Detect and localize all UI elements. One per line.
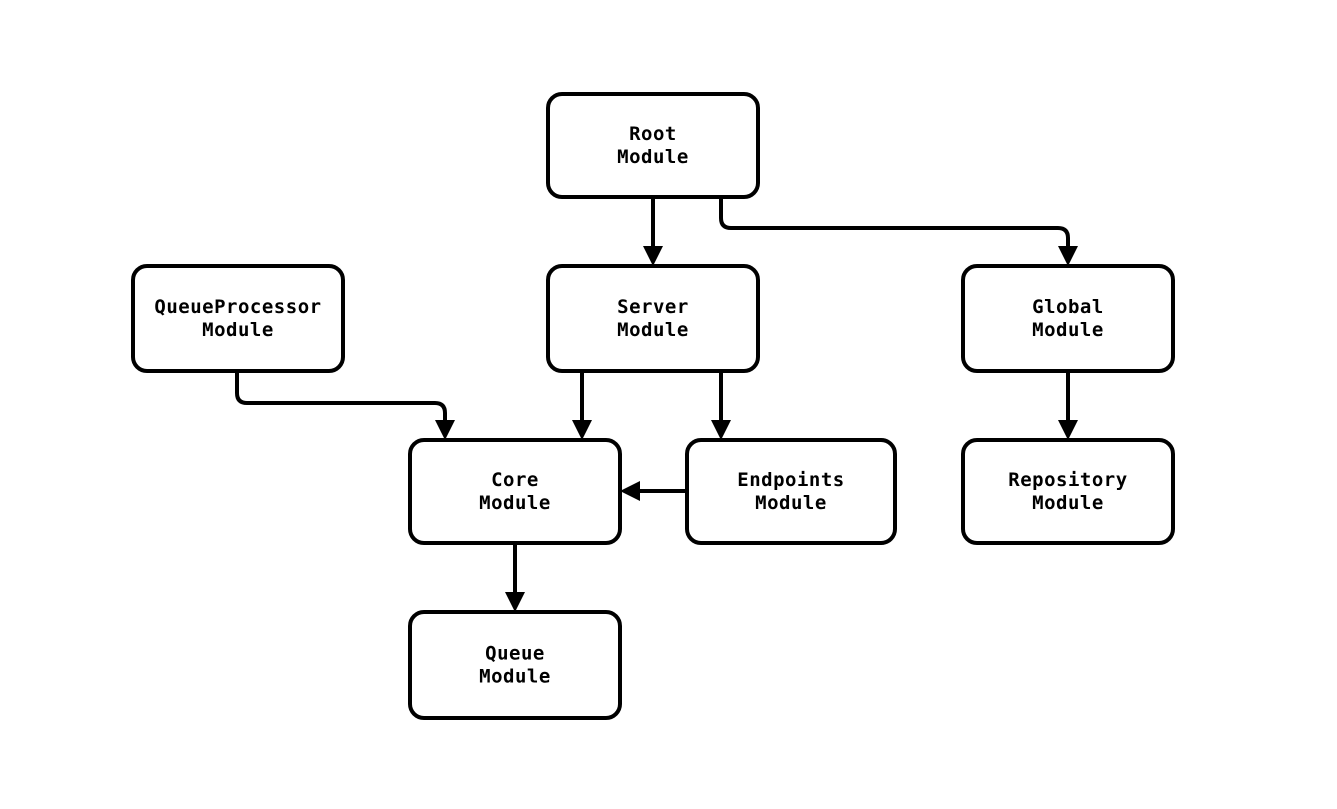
edge-queueprocessor-to-core-line [235, 371, 447, 426]
queue-module-node-label-line1: Queue [485, 643, 545, 665]
queue-module-node-label-line2: Module [479, 666, 551, 688]
edge-global-to-repository-arrowhead-icon [1058, 420, 1078, 440]
edge-server-to-core-arrowhead-icon [572, 420, 592, 440]
edge-global-to-repository [1058, 371, 1078, 440]
server-module-node-label-line2: Module [617, 319, 689, 341]
edge-core-to-queue-arrowhead-icon [505, 592, 525, 612]
queueprocessor-module-node-label-line1: QueueProcessor [154, 296, 321, 318]
queue-module-node-box[interactable] [408, 610, 622, 720]
edge-queueprocessor-to-core [235, 371, 455, 440]
edge-server-to-endpoints-arrowhead-icon [711, 420, 731, 440]
edge-core-to-queue [505, 543, 525, 612]
edge-endpoints-to-core-arrowhead-icon [620, 481, 640, 501]
root-module-node-box[interactable] [546, 92, 760, 199]
edge-root-to-server [643, 197, 663, 266]
repository-module-node-box[interactable] [961, 438, 1175, 545]
root-module-node-label-line2: Module [617, 146, 689, 168]
edge-root-to-global-line [719, 197, 1070, 252]
edge-root-to-global-arrowhead-icon [1058, 246, 1078, 266]
edges-layer [235, 197, 1078, 612]
global-module-node-box[interactable] [961, 264, 1175, 373]
edge-server-to-endpoints [711, 371, 731, 440]
core-module-node-label-line2: Module [479, 492, 551, 514]
endpoints-module-node-box[interactable] [685, 438, 897, 545]
endpoints-module-node-label-line1: Endpoints [737, 469, 844, 491]
edge-root-to-server-arrowhead-icon [643, 246, 663, 266]
core-module-node-box[interactable] [408, 438, 622, 545]
edge-endpoints-to-core [620, 481, 687, 501]
core-module-node-label-line1: Core [491, 469, 539, 491]
server-module-node-box[interactable] [546, 264, 760, 373]
edge-server-to-core [572, 371, 592, 440]
repository-module-node-label-line1: Repository [1008, 469, 1127, 491]
global-module-node-label-line1: Global [1032, 296, 1104, 318]
root-module-node-label-line1: Root [629, 123, 677, 145]
queueprocessor-module-node-label-line2: Module [202, 319, 274, 341]
nodes-layer: RootModuleQueueProcessorModuleServerModu… [131, 92, 1175, 720]
queueprocessor-module-node-box[interactable] [131, 264, 345, 373]
endpoints-module-node-label-line2: Module [755, 492, 827, 514]
edge-queueprocessor-to-core-arrowhead-icon [435, 420, 455, 440]
server-module-node-label-line1: Server [617, 296, 689, 318]
global-module-node-label-line2: Module [1032, 319, 1104, 341]
edge-root-to-global [719, 197, 1078, 266]
repository-module-node-label-line2: Module [1032, 492, 1104, 514]
